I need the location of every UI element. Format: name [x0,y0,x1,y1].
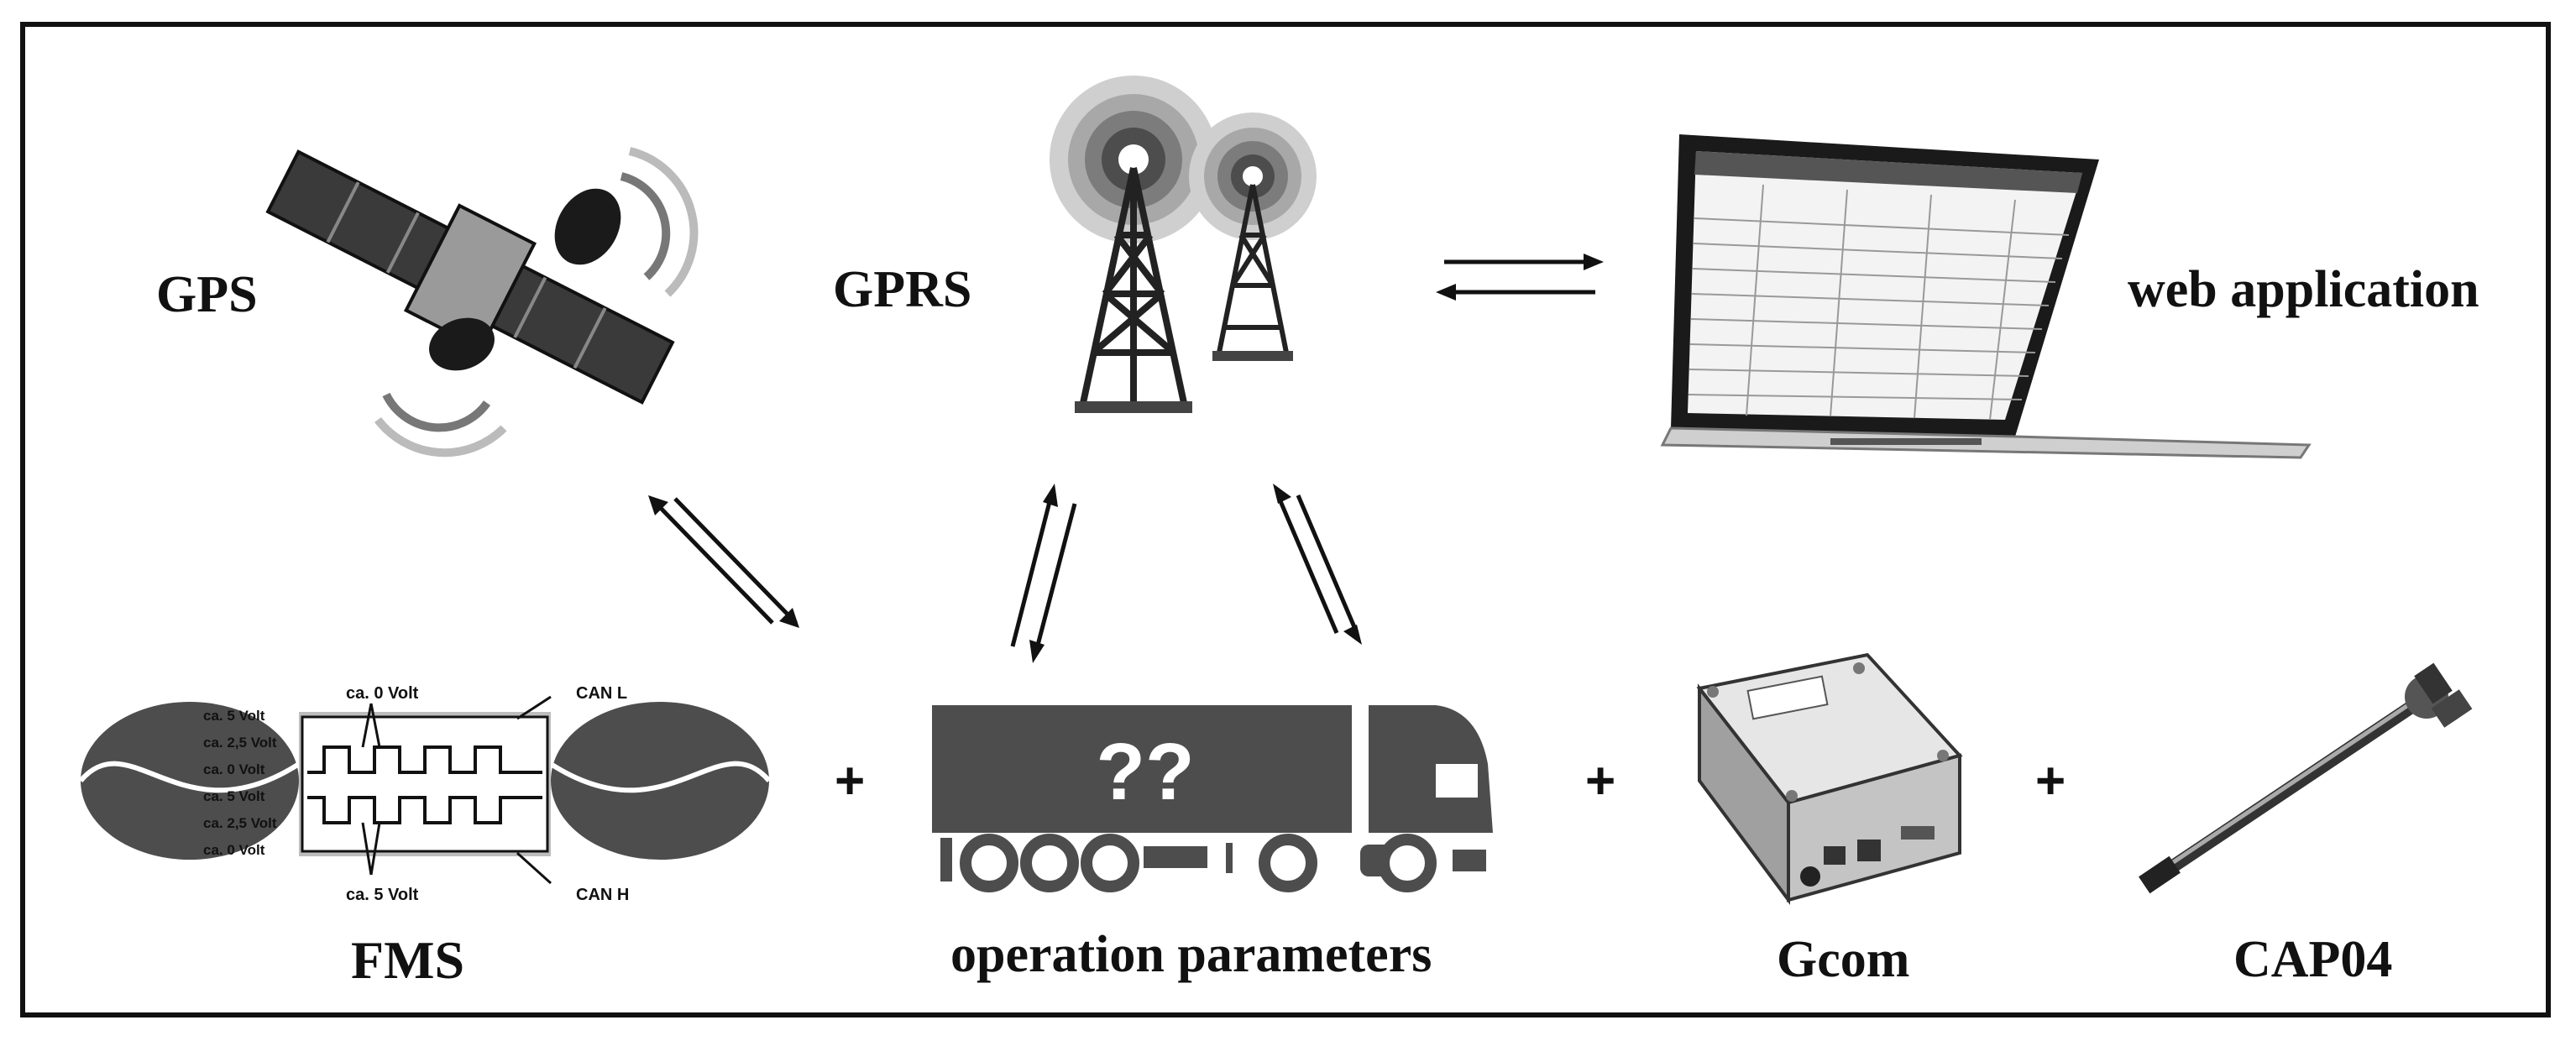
fms-can-diagram: ca. 0 Volt ca. 5 Volt CAN L CAN H ca. 5 … [78,684,772,904]
fms-level-label: ca. 2,5 Volt [203,815,277,831]
fms-level-label: ca. 2,5 Volt [203,735,277,751]
plus-sign-2: + [1585,752,1616,810]
arrows-gprs-web [1436,254,1604,301]
fms-label: FMS [351,930,465,990]
gcom-device-icon [1696,652,1963,906]
plus-sign-1: + [835,752,866,810]
satellite-icon [265,147,699,458]
can-l-label: CAN L [576,684,627,703]
fms-bottom-voltage-label: ca. 5 Volt [346,886,419,904]
operation-parameters-label: operation parameters [950,926,1432,983]
can-h-label: CAN H [576,886,629,904]
cap04-label: CAP04 [2233,931,2393,988]
fms-level-label: ca. 0 Volt [203,842,265,858]
gcom-label: Gcom [1777,931,1910,988]
arrows-tower-truck-right [1273,484,1362,645]
arrows-tower-truck-left [1010,484,1077,663]
fms-level-label: ca. 0 Volt [203,761,265,777]
plus-sign-3: + [2035,752,2066,810]
laptop-icon [1660,134,2312,459]
cap04-sensor-icon [2139,662,2473,894]
web-application-label: web application [2128,261,2479,318]
fms-level-label: ca. 5 Volt [203,788,265,804]
gps-label: GPS [156,266,258,323]
fms-level-label: ca. 5 Volt [203,708,265,724]
gprs-tower-icon [1050,76,1317,413]
truck-icon: ?? [932,705,1493,892]
fms-top-voltage-label: ca. 0 Volt [346,684,419,703]
truck-cargo-text: ?? [1096,727,1194,817]
gprs-label: GPRS [833,261,972,318]
arrows-satellite-truck [648,495,799,628]
